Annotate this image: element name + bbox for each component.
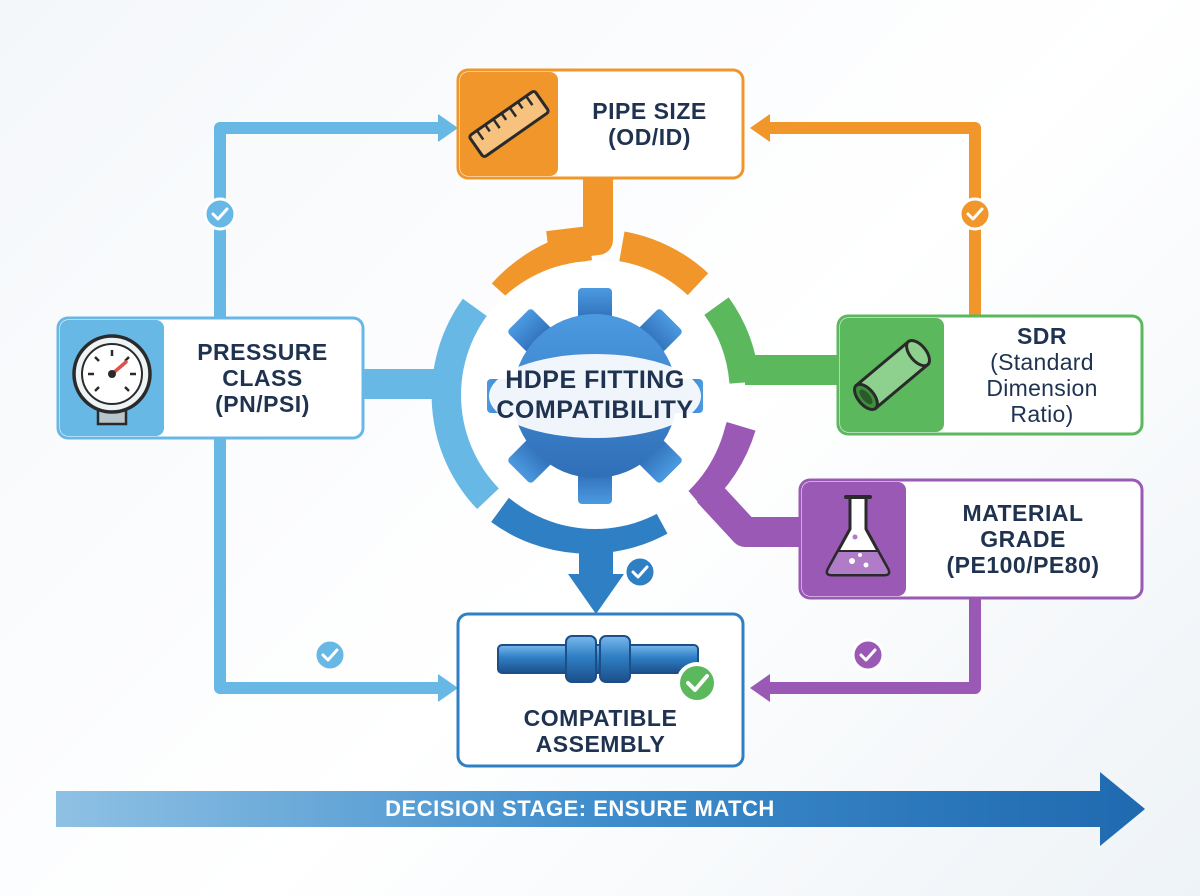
ruler-icon	[468, 90, 550, 158]
gear-icon	[487, 288, 703, 504]
ring-segment-orange-right	[618, 231, 709, 296]
decision-stage-banner-text: DECISION STAGE: ENSURE MATCH	[385, 796, 775, 821]
arrowhead-pressure-to-pipe-size	[438, 114, 458, 142]
material-grade-title: MATERIAL	[962, 500, 1084, 526]
arrowhead-sdr-to-pipe-size	[750, 114, 770, 142]
pipe-size-subtitle: (OD/ID)	[608, 124, 691, 150]
pressure-class-title-2: CLASS	[222, 365, 303, 391]
center-title-line-2: COMPATIBILITY	[496, 396, 694, 424]
pipe-icon	[853, 339, 931, 411]
ring-segment-green	[704, 297, 760, 385]
check-badge-icon	[623, 555, 657, 589]
connector-pressure-to-assembly	[214, 438, 440, 694]
arrowhead-center-to-assembly	[568, 574, 624, 614]
sdr-subtitle-3: Ratio)	[1010, 401, 1074, 427]
ring-segment-blue-bottom	[491, 497, 668, 554]
central-ring	[431, 230, 760, 554]
connector-material-to-assembly	[768, 598, 981, 694]
ring-segment-purple	[684, 421, 756, 510]
ring-segment-light-blue	[431, 298, 500, 510]
check-badge-icon	[203, 197, 237, 231]
flask-icon	[825, 495, 891, 577]
pressure-class-title: PRESSURE	[197, 339, 328, 365]
check-badge-icon	[851, 638, 885, 672]
material-grade-title-2: GRADE	[980, 526, 1066, 552]
connector-sdr-to-pipe-size	[768, 122, 981, 318]
pressure-class-label: PRESSURE CLASS (PN/PSI)	[164, 320, 361, 436]
center-title: HDPE FITTING COMPATIBILITY	[480, 362, 710, 428]
arrowhead-pressure-to-assembly	[438, 674, 458, 702]
pressure-gauge-icon	[72, 334, 152, 426]
pipe-coupling-icon	[497, 635, 699, 683]
arrowhead-material-to-assembly	[750, 674, 770, 702]
branch-material	[696, 481, 805, 547]
pipe-size-title: PIPE SIZE	[592, 98, 707, 124]
assembly-check-badge-icon	[676, 662, 718, 704]
compatible-assembly-title: COMPATIBLE	[523, 705, 678, 731]
pipe-size-label: PIPE SIZE (OD/ID)	[558, 72, 741, 176]
sdr-title: SDR	[1016, 323, 1068, 349]
material-grade-subtitle: (PE100/PE80)	[946, 552, 1100, 578]
sdr-subtitle-2: Dimension	[986, 375, 1098, 401]
sdr-label: SDR (Standard Dimension Ratio)	[944, 318, 1140, 432]
connector-pressure-to-pipe-size	[214, 122, 440, 320]
compatible-assembly-title-2: ASSEMBLY	[535, 731, 666, 757]
check-badge-icon	[313, 638, 347, 672]
compatible-assembly-label: COMPATIBLE ASSEMBLY	[460, 700, 741, 762]
ring-segment-orange-left	[491, 230, 593, 304]
material-grade-label: MATERIAL GRADE (PE100/PE80)	[906, 482, 1140, 596]
sdr-subtitle-1: (Standard	[990, 349, 1094, 375]
center-title-line-1: HDPE FITTING	[505, 366, 685, 394]
check-badge-icon	[958, 197, 992, 231]
decision-stage-banner-arrow	[56, 772, 1145, 846]
pressure-class-subtitle: (PN/PSI)	[215, 391, 310, 417]
